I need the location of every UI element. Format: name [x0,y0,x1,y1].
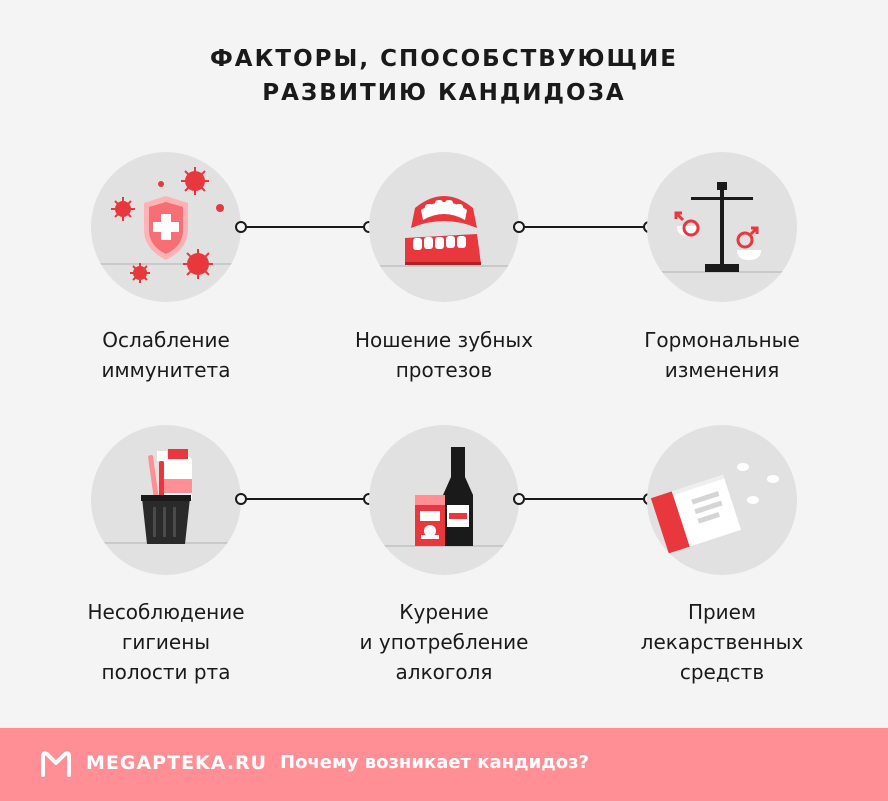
toothbrush-cup-icon [91,425,241,575]
factor-label-hygiene: Несоблюдение гигиены полости рта [87,600,245,684]
footer-tagline: Почему возникает кандидоз? [280,752,589,773]
connector-5-6 [513,493,655,505]
connector-1-2 [235,221,375,233]
medicine-pills-icon [647,425,797,575]
factor-label-immunity: Ослабление иммунитета [101,328,231,382]
factor-label-smoking-alcohol: Курение и употребление алкоголя [359,600,529,684]
factor-label-hormones: Гормональные изменения [644,328,800,382]
connector-4-5 [235,493,375,505]
dentures-icon [369,152,519,302]
footer-bar: MEGAPTEKA.RU Почему возникает кандидоз? [0,728,888,801]
factor-label-dentures: Ношение зубных протезов [354,328,534,382]
virus-shield-icon [91,152,241,302]
cigarettes-bottle-icon [369,425,519,575]
title-line-1: ФАКТОРЫ, СПОСОБСТВУЮЩИЕ [209,46,678,72]
title-line-2: РАЗВИТИЮ КАНДИДОЗА [262,80,626,106]
brand-name[interactable]: MEGAPTEKA.RU [86,752,268,774]
connector-2-3 [513,221,655,233]
gender-scales-icon [647,152,797,302]
megapteka-logo-icon [41,751,71,777]
factor-label-medicines: Прием лекарственных средств [640,600,804,684]
page-title: ФАКТОРЫ, СПОСОБСТВУЮЩИЕ РАЗВИТИЮ КАНДИДО… [0,42,888,110]
